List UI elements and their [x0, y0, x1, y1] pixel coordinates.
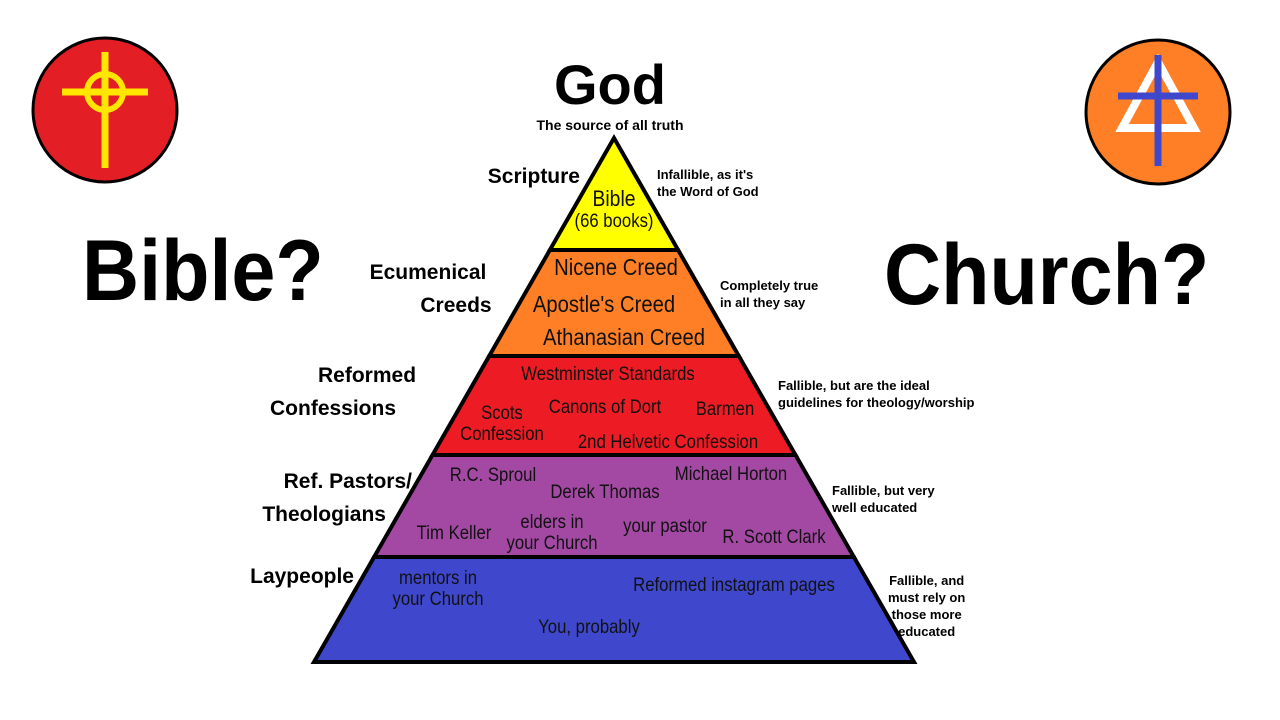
tier-item-canons-of-dort: Canons of Dort: [548, 397, 662, 418]
celtic-cross-icon: [31, 36, 179, 184]
tier-item-elders: elders in your Church: [506, 512, 598, 554]
tier-item-tim-keller: Tim Keller: [416, 523, 492, 544]
tier-label-creeds: Ecumenical Creeds: [369, 261, 492, 317]
tier-item-helvetic-confession: 2nd Helvetic Confession: [577, 432, 759, 453]
tier-item-westminster: Westminster Standards: [521, 364, 695, 385]
tier-laypeople: [310, 555, 918, 664]
church-question: Church?: [884, 227, 1210, 323]
tier-item-nicene-creed: Nicene Creed: [554, 254, 678, 280]
cross-triangle-icon: [1084, 38, 1232, 186]
tier-item-apostles-creed: Apostle's Creed: [532, 291, 676, 317]
tier-item-mentors: mentors in your Church: [392, 568, 484, 610]
tier-label-scripture: Scripture: [487, 165, 580, 188]
tier-item-barmen: Barmen: [695, 399, 755, 420]
tier-item-you-probably: You, probably: [538, 617, 640, 638]
tier-item-rc-sproul: R.C. Sproul: [449, 465, 537, 486]
tier-label-laypeople: Laypeople: [250, 565, 354, 588]
bible-question: Bible?: [82, 223, 324, 319]
tier-item-bible: Bible (66 books): [574, 186, 654, 233]
tier-label-theologians: Ref. Pastors/ Theologians: [262, 470, 412, 526]
tier-item-scots-confession: Scots Confession: [460, 403, 544, 445]
diagram-title: God: [554, 53, 666, 116]
tier-item-r-scott-clark: R. Scott Clark: [722, 527, 826, 548]
tier-item-your-pastor: your pastor: [623, 516, 707, 537]
pyramid: [310, 133, 918, 664]
tier-label-confessions: Reformed Confessions: [270, 364, 417, 420]
tier-item-derek-thomas: Derek Thomas: [550, 482, 660, 503]
diagram-subtitle: The source of all truth: [536, 117, 684, 133]
tier-item-michael-horton: Michael Horton: [674, 464, 788, 485]
tier-item-athanasian-creed: Athanasian Creed: [542, 324, 706, 350]
tier-item-instagram-pages: Reformed instagram pages: [633, 575, 835, 596]
